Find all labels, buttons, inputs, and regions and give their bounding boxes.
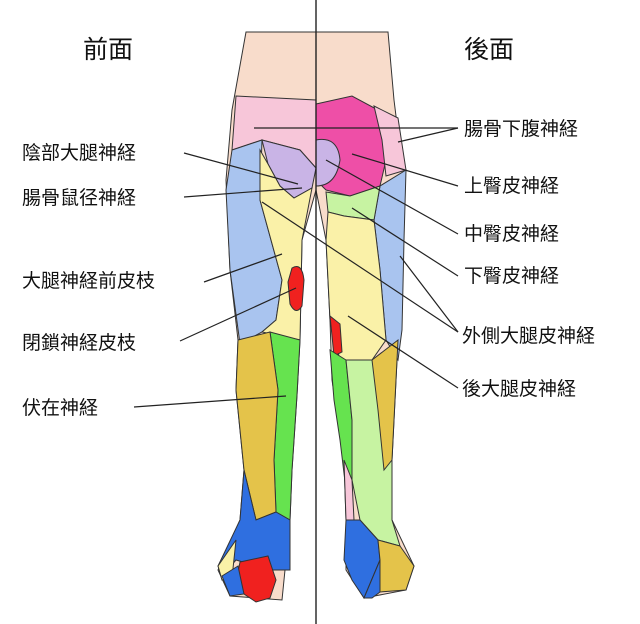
- back-region-lateral-foot: [377, 539, 415, 593]
- back-view-title: 後面: [464, 35, 514, 64]
- label-ilioinguinal: 腸骨鼠径神経: [22, 187, 136, 209]
- leader-inferior-cluneal: [351, 207, 459, 277]
- leader-ilioinguinal: [183, 187, 303, 198]
- front-region-little-toes: [221, 565, 245, 597]
- back-view-figure: [315, 31, 415, 600]
- leader-lateral-femoral-back: [399, 255, 459, 333]
- label-middle-cluneal: 中臀皮神経: [464, 223, 559, 245]
- front-view-title: 前面: [83, 35, 133, 64]
- label-lateral-femoral-cutaneous: 外側大腿皮神経: [462, 325, 595, 347]
- leader-genitofemoral: [183, 152, 299, 185]
- label-superior-cluneal: 上臀皮神経: [464, 175, 559, 197]
- leader-superior-cluneal: [351, 153, 459, 187]
- label-iliohypogastric: 腸骨下腹神経: [464, 118, 578, 140]
- leader-iliohypogastric-back: [397, 127, 459, 143]
- front-view-figure: [217, 31, 317, 603]
- back-region-middle-cluneal: [315, 138, 341, 187]
- leader-anterior-femoral-cutaneous: [203, 253, 283, 283]
- label-obturator-cutaneous: 閉鎖神経皮枝: [22, 332, 136, 354]
- label-saphenous: 伏在神経: [22, 397, 98, 419]
- label-inferior-cluneal: 下臀皮神経: [464, 265, 559, 287]
- label-anterior-femoral-cutaneous: 大腿神経前皮枝: [22, 270, 155, 292]
- leader-lateral-femoral-front: [261, 201, 459, 333]
- label-posterior-femoral-cutaneous: 後大腿皮神経: [462, 378, 576, 400]
- back-region-toes: [363, 559, 381, 599]
- back-region-obturator: [329, 314, 343, 357]
- leader-obturator-cutaneous: [179, 287, 297, 342]
- leader-saphenous: [133, 395, 287, 408]
- leader-posterior-femoral-cutaneous: [347, 315, 459, 389]
- leader-middle-cluneal: [325, 159, 459, 235]
- back-region-iliohypogastric: [373, 105, 407, 177]
- back-region-lateral-calf: [371, 338, 399, 472]
- label-genitofemoral: 陰部大腿神経: [22, 142, 136, 164]
